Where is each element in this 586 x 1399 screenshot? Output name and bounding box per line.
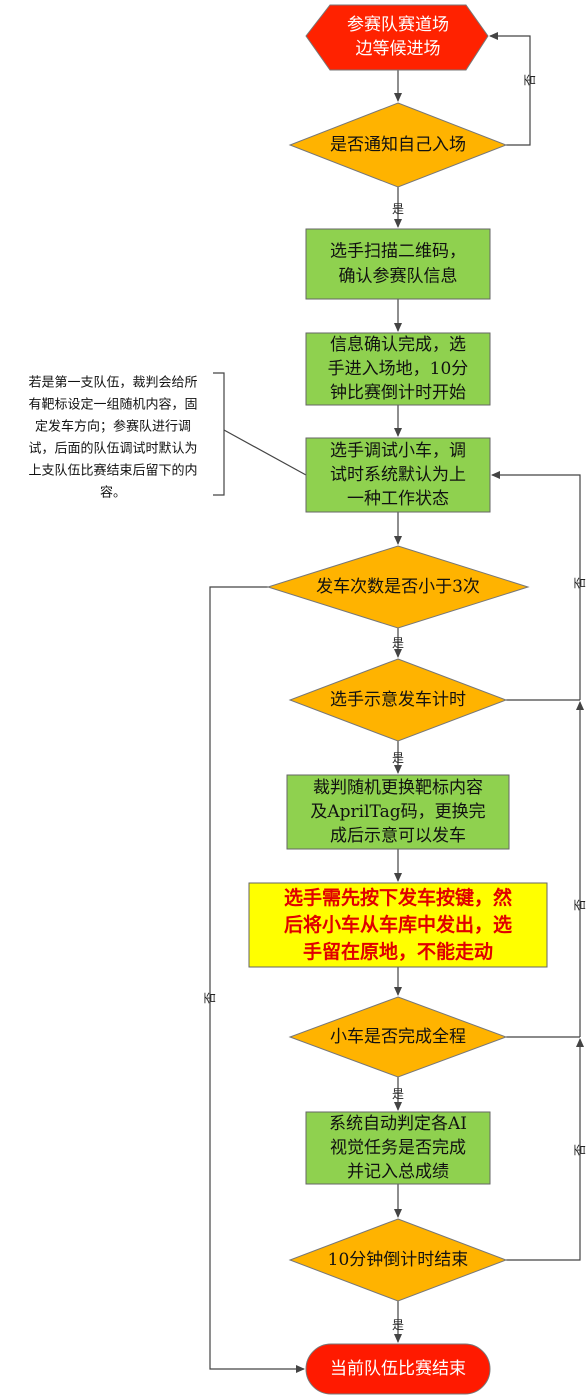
debug-line-3: 一种工作状态 (347, 489, 449, 509)
judge-line-1: 系统自动判定各AI (329, 1114, 467, 1134)
d_signal-line-1: 选手示意发车计时 (330, 690, 466, 710)
referee-line-3: 成后示意可以发车 (330, 826, 466, 846)
edge-launch-no-to-end (209, 586, 305, 1373)
note-line-4: 试，后面的队伍调试时默认为 (28, 441, 197, 457)
note-bracket (213, 372, 225, 496)
start-line-1: 参赛队赛道场 (347, 14, 449, 35)
edges (209, 32, 584, 1373)
debug-line-2: 试时系统默认为上 (330, 465, 466, 485)
scan-line-2: 确认参赛队信息 (339, 266, 458, 287)
start-hexagon (305, 4, 489, 71)
scan-line-1: 选手扫描二维码， (330, 242, 466, 262)
shapes (248, 4, 548, 1395)
debug-line-1: 选手调试小车，调 (330, 441, 466, 461)
judge-box (305, 1111, 491, 1185)
edge-notified-no-loop (489, 32, 531, 146)
enter-line-2: 手进入场地，10分 (328, 359, 469, 379)
d_complete-line-1: 小车是否完成全程 (330, 1027, 466, 1047)
d_notified-line-1: 是否通知自己入场 (330, 135, 466, 155)
note-connector (223, 429, 307, 476)
start-line-2: 边等候进场 (356, 39, 441, 59)
note-line-1: 若是第一支队伍，裁判会给所 (28, 375, 197, 391)
end-line-1: 当前队伍比赛结束 (330, 1358, 466, 1379)
warning-line-2: 后将小车从车库中发出，选 (284, 913, 512, 936)
referee-box (286, 774, 510, 850)
label-timeout-no: 否 (573, 1144, 586, 1156)
debug-box (305, 437, 491, 513)
label-notified-yes: 是 (392, 202, 404, 216)
warning-line-1: 选手需先按下发车按键，然 (284, 886, 512, 909)
label-launch-yes: 是 (392, 636, 404, 650)
label-notified-no: 否 (523, 74, 537, 86)
label-signal-yes: 是 (392, 751, 404, 765)
note-line-3: 定发车方向；参赛队进行调 (35, 419, 191, 435)
d_timeout-line-1: 10分钟倒计时结束 (328, 1250, 469, 1270)
referee-line-2: 及AprilTag码，更换完 (310, 802, 485, 822)
judge-line-3: 并记入总成绩 (347, 1162, 449, 1182)
note-line-5: 上支队伍比赛结束后留下的内 (28, 463, 197, 479)
label-complete-yes: 是 (392, 1087, 404, 1101)
enter-line-1: 信息确认完成，选 (330, 335, 466, 355)
label-complete-no: 否 (573, 899, 586, 911)
label-signal-no: 否 (573, 577, 586, 589)
warning-box (248, 882, 548, 968)
label-timeout-yes: 是 (392, 1318, 404, 1332)
d_launch_count-line-1: 发车次数是否小于3次 (316, 577, 480, 597)
d_launch_count-diamond (266, 545, 530, 629)
enter-line-3: 钟比赛倒计时开始 (330, 382, 466, 403)
d_notified-diamond (288, 102, 508, 188)
warning-line-3: 手留在原地，不能走动 (303, 940, 493, 963)
edge-timeout-no-to-complete (506, 1038, 584, 1261)
note-line-6: 容。 (100, 485, 126, 501)
d_timeout-diamond (288, 1218, 508, 1302)
d_complete-diamond (288, 996, 508, 1078)
judge-line-2: 视觉任务是否完成 (330, 1138, 466, 1158)
label-launch-no: 否 (203, 992, 217, 1004)
enter-box (305, 332, 491, 406)
end-terminator (305, 1343, 491, 1395)
d_signal-diamond (288, 658, 508, 742)
scan-box (305, 228, 491, 300)
edge-signal-no-to-debug (491, 471, 581, 700)
referee-line-1: 裁判随机更换靶标内容 (313, 778, 483, 798)
note-line-2: 有靶标设定一组随机内容，固 (28, 397, 197, 413)
